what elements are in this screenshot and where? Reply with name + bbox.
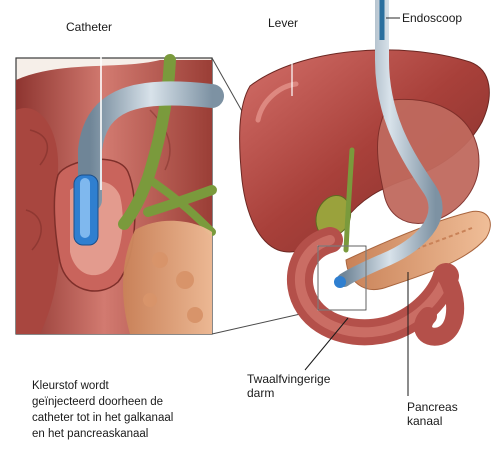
twaalfvingerige-darm-label: Twaalfvingerige darm [247, 372, 330, 400]
caption: Kleurstof wordt geïnjecteerd doorheen de… [32, 378, 173, 442]
pancreas-kanaal-label: Pancreas kanaal [407, 400, 458, 428]
endoscoop-label: Endoscoop [402, 11, 462, 25]
detail-inset [16, 34, 212, 334]
organ-illustration [240, 0, 491, 396]
catheter-label: Catheter [66, 20, 112, 34]
lever-label: Lever [268, 16, 298, 30]
